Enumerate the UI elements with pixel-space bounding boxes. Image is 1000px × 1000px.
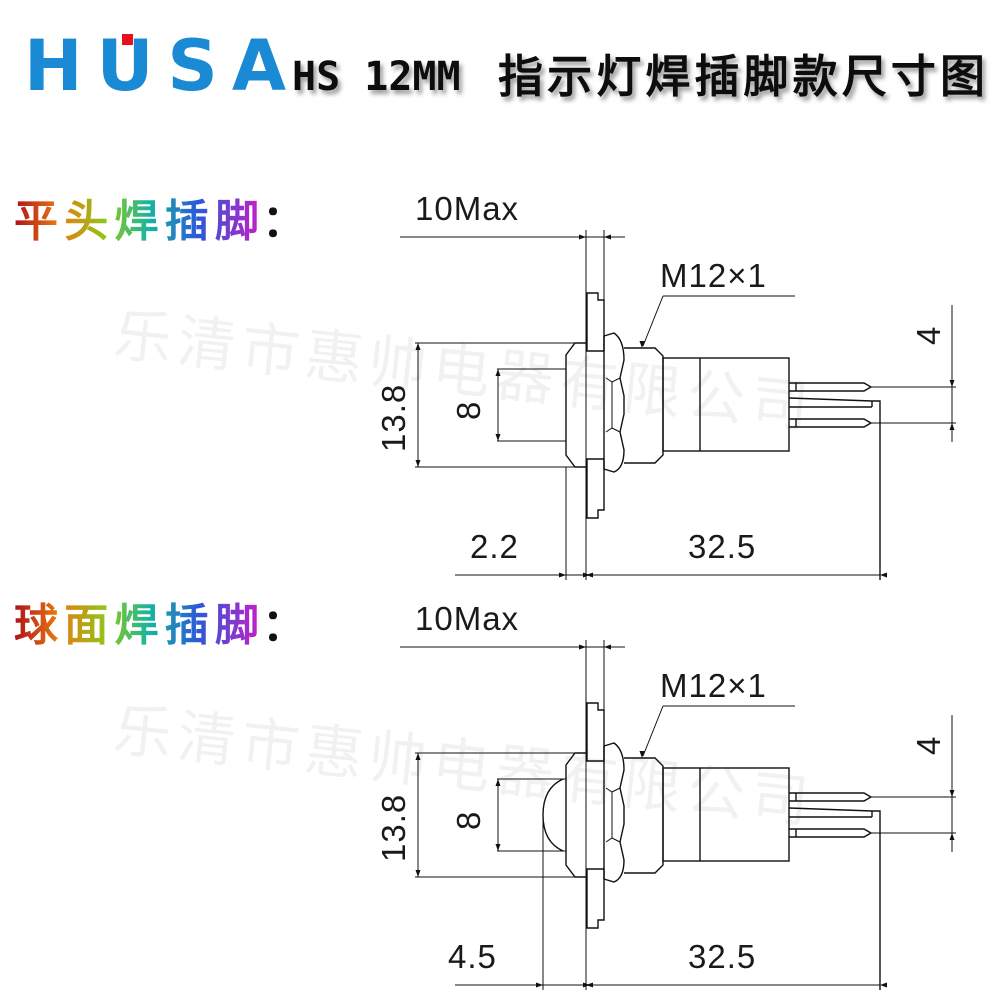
model-title: HS 12MM xyxy=(292,54,461,100)
arrowhead xyxy=(579,234,586,240)
arrowhead xyxy=(415,870,421,877)
thread-label: M12×1 xyxy=(660,667,767,704)
arrowhead xyxy=(415,753,421,760)
dim-10max-label: 10Max xyxy=(415,190,519,227)
arrowhead xyxy=(949,790,955,797)
logo-red-dot xyxy=(122,34,133,45)
arrowhead xyxy=(536,982,543,988)
arrowhead xyxy=(949,833,955,840)
panel-section-lower xyxy=(586,868,605,929)
section-label-dome: 球面焊插脚 ： xyxy=(14,600,306,651)
arrowhead xyxy=(495,779,501,786)
dim-8-label: 8 xyxy=(450,401,487,420)
dim-13-8-label: 13.8 xyxy=(375,794,412,862)
section-label-flat: 平头焊插脚 ： xyxy=(14,196,306,247)
hex-nut xyxy=(603,332,625,473)
section-label-text: 球面焊插脚 xyxy=(14,600,259,651)
dim-length-label: 32.5 xyxy=(688,528,756,565)
arrowhead xyxy=(559,572,566,578)
arrowhead xyxy=(415,343,421,350)
arrowhead xyxy=(495,369,501,376)
thread-label: M12×1 xyxy=(660,257,767,294)
section-label-text: 平头焊插脚 xyxy=(14,196,259,247)
logo-text: HUSA xyxy=(24,25,300,107)
arrowhead xyxy=(604,234,611,240)
center-pin xyxy=(788,397,881,580)
arrowhead xyxy=(415,460,421,467)
arrowhead xyxy=(604,644,611,650)
arrowhead xyxy=(579,644,586,650)
dim-front-label: 4.5 xyxy=(448,938,497,975)
panel-section-upper xyxy=(586,292,605,352)
lamp-body xyxy=(662,767,790,862)
arrowhead xyxy=(583,572,590,578)
logo: HUSA xyxy=(24,25,300,107)
panel-section-upper xyxy=(586,702,605,762)
thread-leader-diagonal xyxy=(642,705,664,757)
arrowhead xyxy=(949,380,955,387)
dim-front-label: 2.2 xyxy=(470,528,519,565)
arrowhead xyxy=(583,982,590,988)
hex-nut xyxy=(603,742,625,883)
arrowhead xyxy=(949,423,955,430)
page-title: 指示灯焊插脚款尺寸图 xyxy=(498,50,985,103)
arrowhead xyxy=(880,572,887,578)
section-label-colon: ： xyxy=(262,600,306,651)
dim-8-label: 8 xyxy=(450,811,487,830)
arrowhead xyxy=(495,844,501,851)
hex-nut-faces xyxy=(605,377,621,433)
drawing-dome-head: 10Max 13.8 8 4 M12×1 4.5 32.5 xyxy=(375,600,956,990)
bezel-outline xyxy=(565,342,586,468)
section-label-colon: ： xyxy=(262,196,306,247)
dim-13-8-label: 13.8 xyxy=(375,384,412,452)
dim-10max-label: 10Max xyxy=(415,600,519,637)
center-pin xyxy=(788,807,881,990)
arrowhead xyxy=(639,341,645,348)
hex-nut-faces xyxy=(605,787,621,843)
arrowhead xyxy=(880,982,887,988)
dim-4-label: 4 xyxy=(910,326,947,345)
arrowhead xyxy=(639,751,645,758)
drawing-flat-head: 10Max 13.8 8 4 M12×1 2.2 32.5 xyxy=(375,190,956,580)
panel-section-lower xyxy=(586,458,605,519)
lamp-body xyxy=(662,357,790,452)
dim-4-label: 4 xyxy=(910,736,947,755)
dim-length-label: 32.5 xyxy=(688,938,756,975)
bezel-outline xyxy=(565,752,586,878)
thread-leader-diagonal xyxy=(642,295,664,347)
arrowhead xyxy=(495,434,501,441)
